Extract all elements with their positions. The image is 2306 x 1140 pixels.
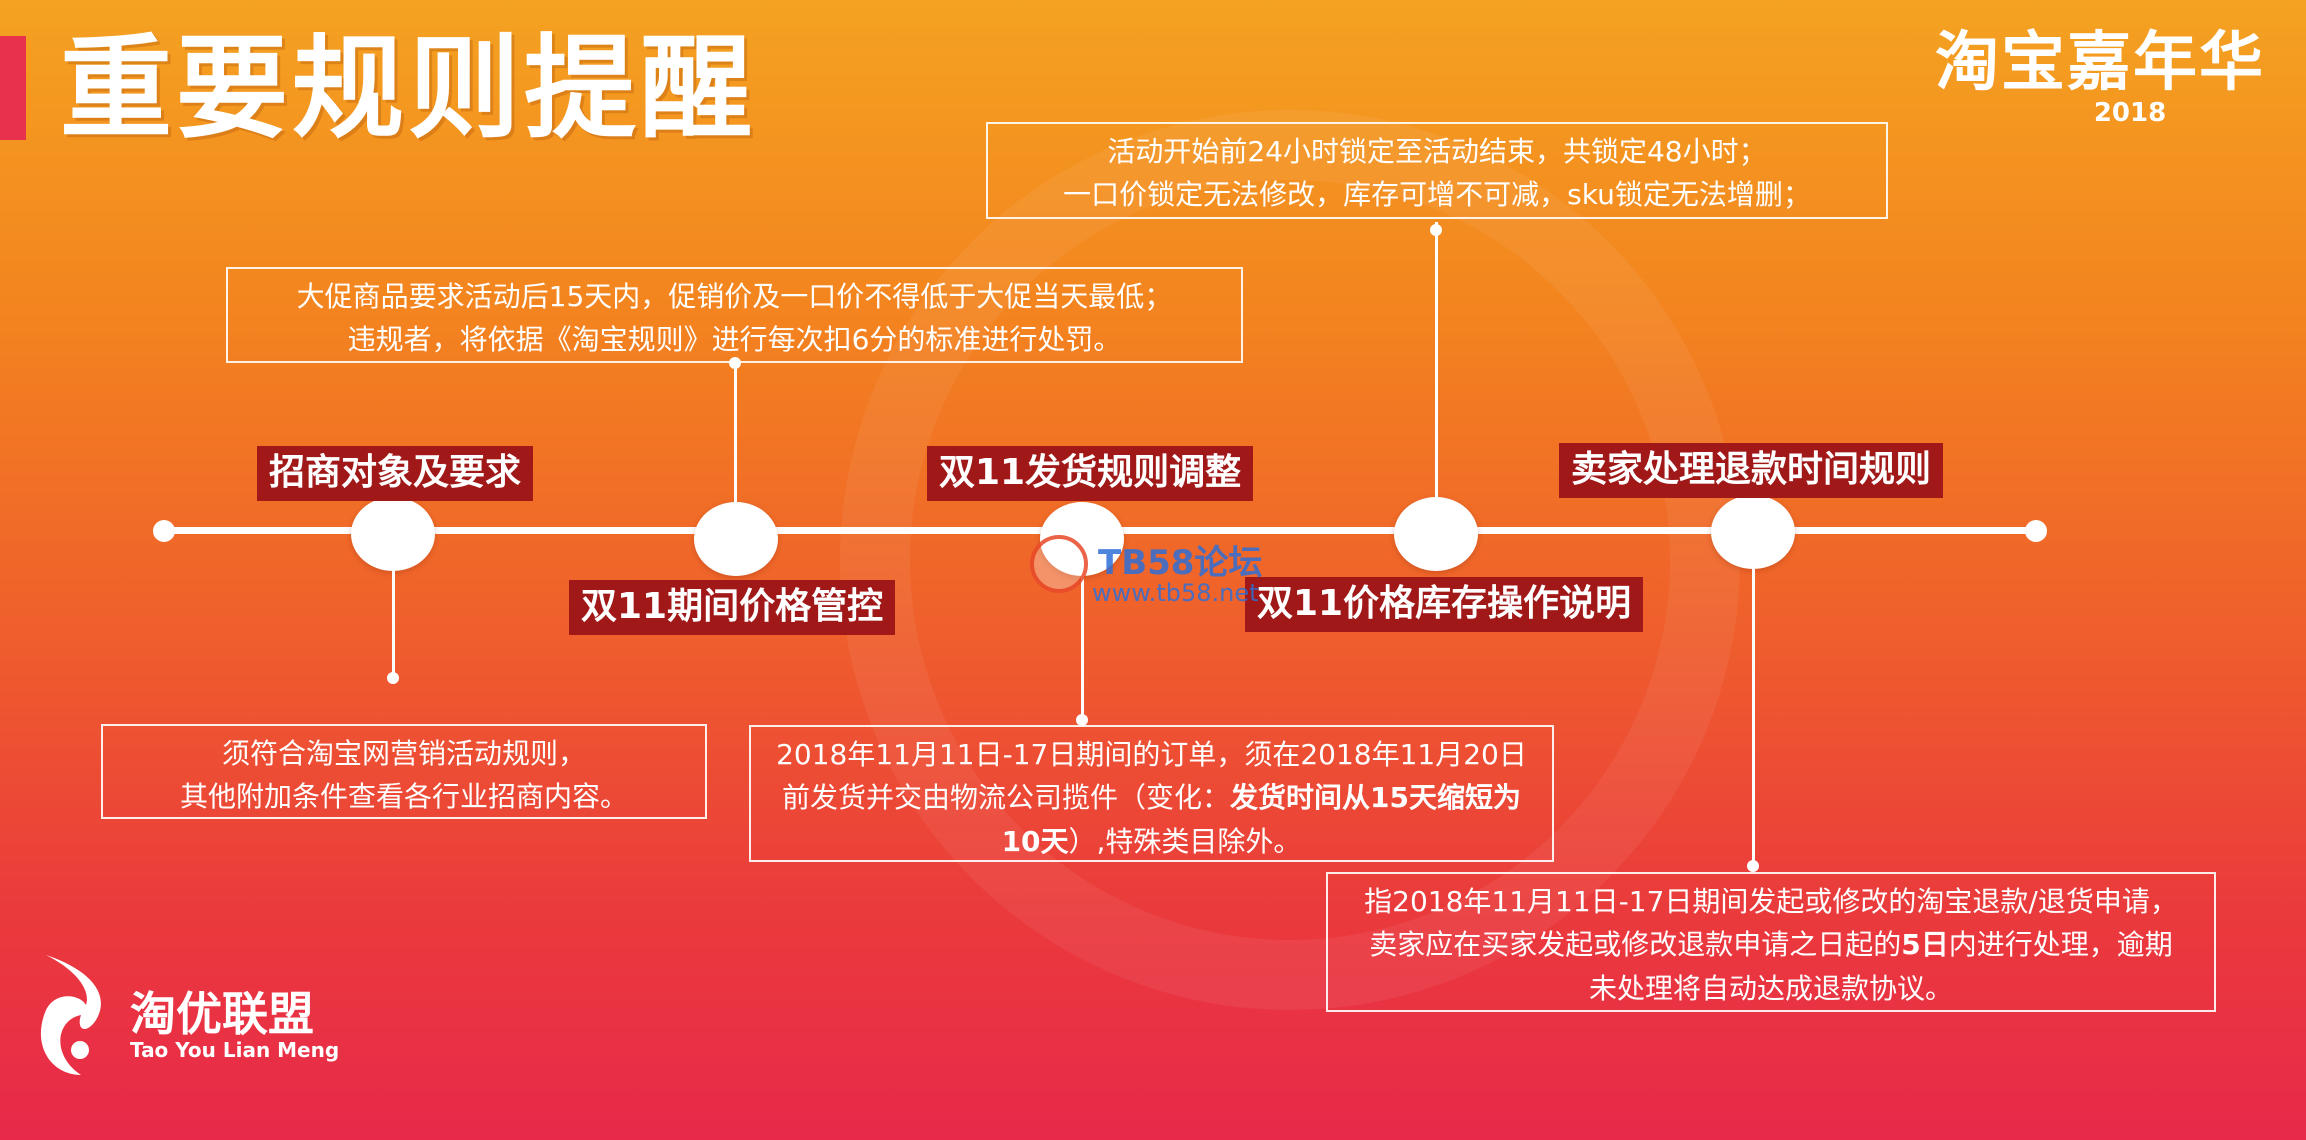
merchant-line-2: 其他附加条件查看各行业招商内容。	[179, 780, 628, 814]
price-control-line-1: 大促商品要求活动后15天内，促销价及一口价不得低于大促当天最低；	[296, 280, 1173, 313]
union-name-cn: 淘优联盟	[130, 987, 314, 1041]
union-name-en: Tao You Lian Meng	[130, 1038, 340, 1062]
label-price-control: 双11期间价格管控	[569, 580, 896, 635]
timeline-node-merchant	[351, 497, 435, 571]
forum-url: www.tb58.net	[1092, 579, 1259, 607]
union-emblem-icon	[40, 955, 101, 1075]
brand-logo: 淘宝嘉年华 2018	[1930, 26, 2270, 129]
forum-name: TB58论坛	[1098, 543, 1263, 583]
shipping-line-2: 前发货并交由物流公司揽件（变化：发货时间从15天缩短为	[765, 776, 1538, 819]
info-box-merchant: 须符合淘宝网营销活动规则， 其他附加条件查看各行业招商内容。	[101, 724, 707, 819]
connector-dot-refund	[1747, 860, 1759, 872]
connector-dot-shipping	[1076, 714, 1088, 726]
timeline-start-dot	[153, 520, 175, 542]
refund-line-2-text-b: 内进行处理，逾期	[1948, 928, 2173, 962]
price-control-line-2: 违规者，将依据《淘宝规则》进行每次扣6分的标准进行处罚。	[347, 323, 1122, 357]
refund-line-1: 指2018年11月11日-17日期间发起或修改的淘宝退款/退货申请，	[1364, 885, 2178, 918]
stock-lock-line-1: 活动开始前24小时锁定至活动结束，共锁定48小时；	[1107, 135, 1767, 168]
label-price-stock: 双11价格库存操作说明	[1245, 577, 1644, 632]
connector-stock	[1435, 222, 1438, 500]
info-box-price-control: 大促商品要求活动后15天内，促销价及一口价不得低于大促当天最低； 违规者，将依据…	[226, 267, 1243, 363]
connector-dot-merchant	[387, 672, 399, 684]
stock-lock-line-2: 一口价锁定无法修改，库存可增不可减，sku锁定无法增删；	[1063, 178, 1811, 212]
shipping-line-3-text: ）,特殊类目除外。	[1068, 824, 1302, 858]
info-box-stock-lock: 活动开始前24小时锁定至活动结束，共锁定48小时； 一口价锁定无法修改，库存可增…	[986, 122, 1888, 219]
refund-line-2-emphasis: 5日	[1901, 928, 1949, 962]
shipping-line-2-text: 前发货并交由物流公司揽件（变化：	[782, 781, 1231, 815]
timeline-end-dot	[2025, 520, 2047, 542]
connector-dot-price	[729, 357, 741, 369]
shipping-line-1: 2018年11月11日-17日期间的订单，须在2018年11月20日	[776, 738, 1527, 771]
timeline-node-price	[694, 502, 778, 576]
connector-merchant	[392, 570, 395, 678]
refund-line-3: 未处理将自动达成退款协议。	[1588, 971, 1953, 1005]
title-accent-bar	[0, 36, 26, 140]
label-refund-rules: 卖家处理退款时间规则	[1559, 443, 1944, 498]
shipping-line-3: 10天）,特殊类目除外。	[765, 820, 1538, 863]
timeline-node-refund	[1711, 495, 1795, 569]
shipping-line-3-emphasis: 10天	[1001, 824, 1069, 858]
merchant-line-1: 须符合淘宝网营销活动规则，	[221, 737, 586, 770]
refund-line-2-text-a: 卖家应在买家发起或修改退款申请之日起的	[1369, 928, 1902, 962]
info-box-refund: 指2018年11月11日-17日期间发起或修改的淘宝退款/退货申请， 卖家应在买…	[1326, 872, 2216, 1012]
info-box-shipping: 2018年11月11日-17日期间的订单，须在2018年11月20日 前发货并交…	[749, 725, 1554, 862]
shipping-line-2-emphasis: 发货时间从15天缩短为	[1230, 781, 1521, 815]
label-merchant-requirements: 招商对象及要求	[257, 446, 534, 501]
connector-shipping	[1081, 575, 1084, 723]
brand-year: 2018	[2093, 98, 2167, 129]
page-title: 重要规则提醒	[60, 24, 756, 154]
connector-refund	[1752, 569, 1755, 869]
brand-name: 淘宝嘉年华	[1935, 26, 2265, 100]
connector-price	[734, 360, 737, 505]
forum-shield-icon	[1030, 535, 1088, 593]
timeline-node-stock	[1394, 497, 1478, 571]
refund-line-2: 卖家应在买家发起或修改退款申请之日起的5日内进行处理，逾期	[1342, 923, 2200, 966]
connector-dot-stock	[1430, 224, 1442, 236]
union-logo: 淘优联盟 Tao You Lian Meng	[36, 950, 356, 1100]
label-shipping-rules: 双11发货规则调整	[927, 446, 1254, 501]
